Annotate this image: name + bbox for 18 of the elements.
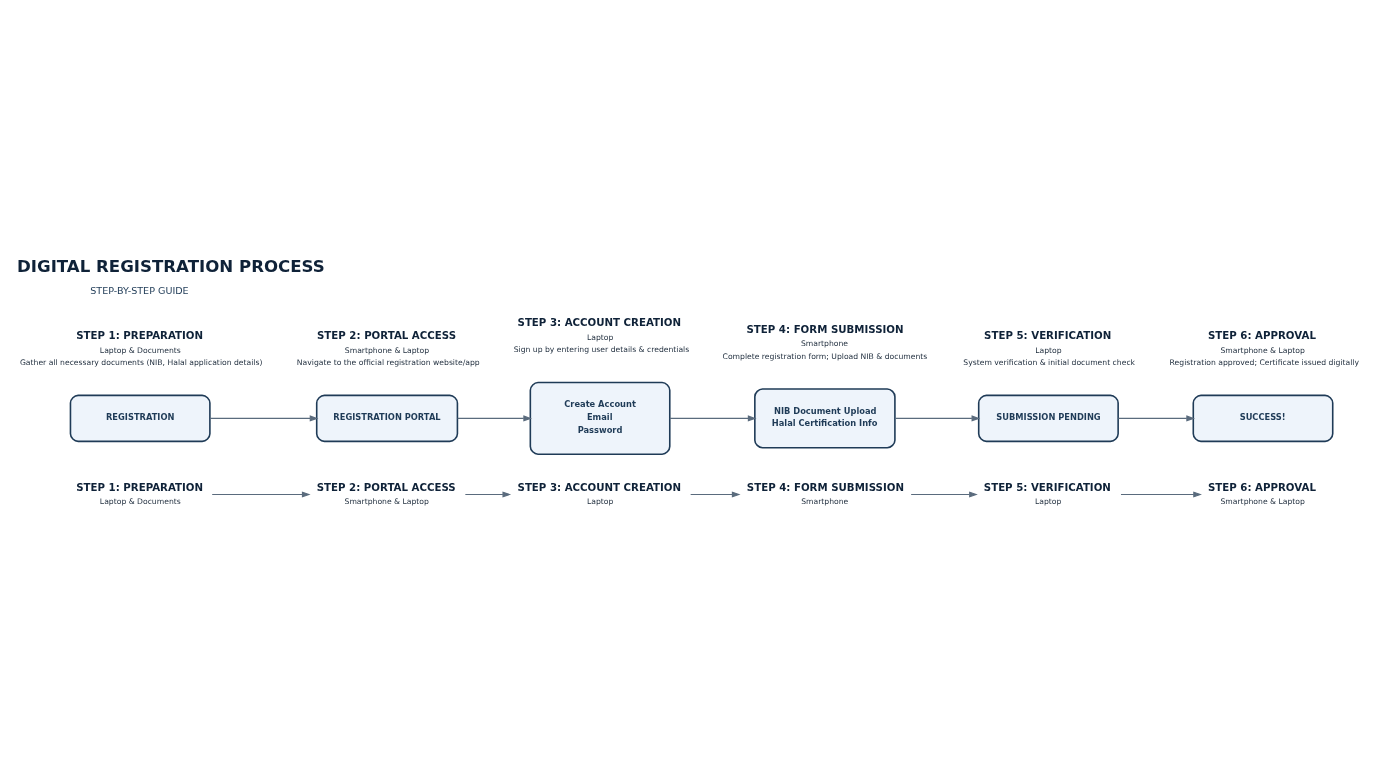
arrow xyxy=(690,491,741,498)
node-box: SUBMISSION PENDING xyxy=(977,394,1119,443)
arrow xyxy=(209,415,319,422)
arrow xyxy=(1117,415,1196,422)
arrow xyxy=(457,415,533,422)
arrow xyxy=(894,415,981,422)
node-box: Create Account Email Password xyxy=(529,381,671,455)
arrow xyxy=(669,415,757,422)
node-box: REGISTRATION PORTAL xyxy=(315,394,459,443)
node-box: SUCCESS! xyxy=(1192,394,1334,443)
diagram-title: DIGITAL REGISTRATION PROCESS xyxy=(17,256,325,276)
arrow xyxy=(464,491,512,498)
node-box: NIB Document Upload Halal Certification Info xyxy=(754,388,896,449)
arrow xyxy=(910,491,978,498)
label: STEP-BY-STEP GUIDE xyxy=(90,284,189,296)
arrow xyxy=(1120,491,1202,498)
arrow xyxy=(211,491,311,498)
node-box: REGISTRATION xyxy=(69,394,211,443)
